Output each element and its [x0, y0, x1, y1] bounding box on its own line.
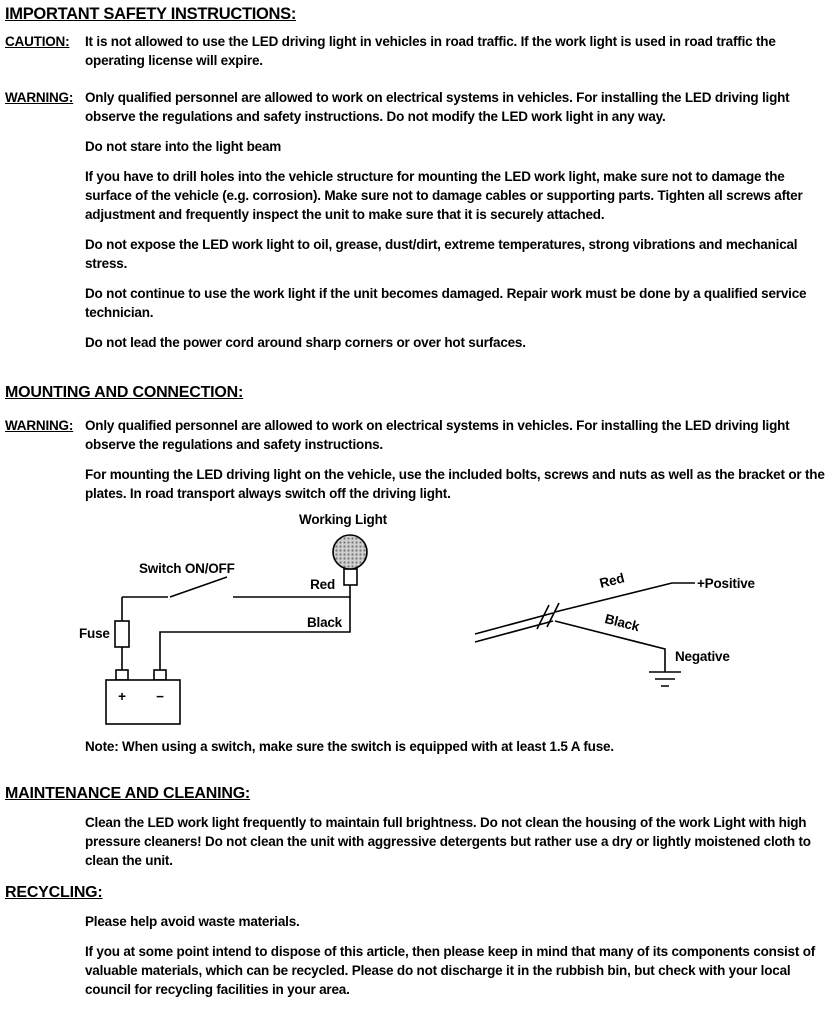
fuse-note-text: Note: When using a switch, make sure the…	[85, 739, 614, 754]
black-wire-right	[554, 620, 666, 672]
red-wire-label-left: Red	[310, 577, 335, 592]
maintenance-text: Clean the LED work light frequently to m…	[85, 815, 811, 868]
switch-blade-icon	[169, 576, 228, 598]
splice-cut-icon	[536, 602, 560, 630]
fuse-wire	[121, 596, 168, 671]
warning-text: Only qualified personnel are allowed to …	[85, 90, 790, 124]
recycling-heading: RECYCLING:	[5, 884, 103, 901]
mounting-heading: MOUNTING AND CONNECTION:	[5, 384, 244, 401]
ground-icon	[649, 671, 681, 687]
battery-plus-label: +	[118, 689, 126, 704]
warning-label: WARNING:	[5, 418, 74, 433]
positive-label: +Positive	[697, 576, 756, 591]
light-connector	[343, 568, 358, 586]
black-wire-label-left: Black	[307, 615, 343, 630]
red-wire-right	[554, 582, 695, 613]
red-wire-label-right: Red	[598, 570, 626, 591]
safety-paragraph: Do not expose the LED work light to oil,…	[85, 237, 798, 271]
battery-plus-terminal	[115, 669, 129, 681]
caution-row: CAUTION: It is not allowed to use the LE…	[5, 32, 825, 70]
black-wire-label-right: Black	[603, 611, 641, 634]
wiring-diagram: Working Light Switch ON/OFF Red Black Fu…	[79, 512, 756, 725]
warning-label: WARNING:	[5, 90, 74, 105]
maintenance-heading: MAINTENANCE AND CLEANING:	[5, 785, 251, 802]
cable-pair	[474, 612, 554, 643]
warning-row-safety: WARNING: Only qualified personnel are al…	[5, 88, 825, 126]
fuse-icon	[114, 620, 130, 648]
working-light-icon	[332, 534, 368, 570]
switch-label: Switch ON/OFF	[139, 561, 235, 576]
recycling-paragraph: Please help avoid waste materials.	[85, 914, 300, 929]
safety-heading: IMPORTANT SAFETY INSTRUCTIONS:	[5, 5, 297, 23]
recycling-paragraph: If you at some point intend to dispose o…	[85, 944, 816, 997]
safety-paragraph: Do not continue to use the work light if…	[85, 286, 807, 320]
fuse-label: Fuse	[79, 626, 110, 641]
battery-minus-terminal	[153, 669, 167, 681]
caution-text: It is not allowed to use the LED driving…	[85, 34, 776, 68]
battery-icon	[105, 679, 181, 725]
mounting-warning-text: Only qualified personnel are allowed to …	[85, 418, 790, 452]
safety-paragraph: Do not lead the power cord around sharp …	[85, 335, 526, 350]
mounting-instructions-text: For mounting the LED driving light on th…	[85, 467, 825, 501]
safety-paragraph: Do not stare into the light beam	[85, 139, 282, 154]
safety-paragraph: If you have to drill holes into the vehi…	[85, 169, 803, 222]
working-light-label: Working Light	[299, 512, 388, 527]
warning-row-mounting: WARNING: Only qualified personnel are al…	[5, 416, 825, 454]
caution-label: CAUTION:	[5, 34, 70, 49]
negative-label: Negative	[675, 649, 730, 664]
black-wire-left	[159, 597, 351, 670]
battery-minus-label: −	[156, 689, 164, 704]
